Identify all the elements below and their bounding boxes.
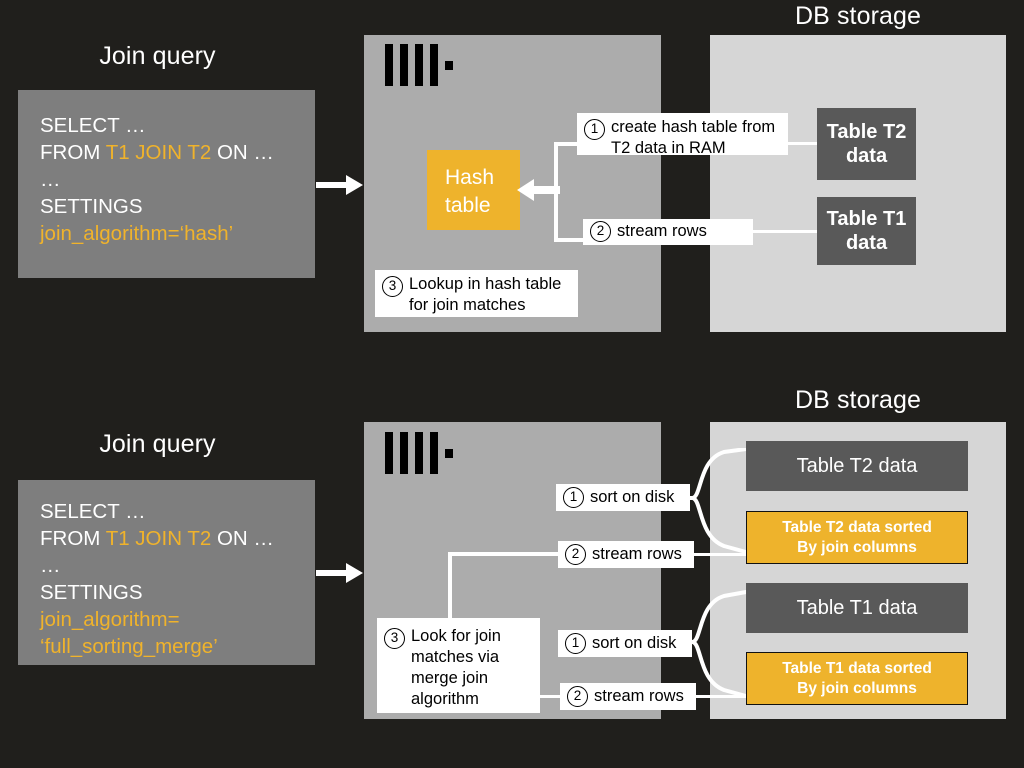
bottom-callout-stream-t1-text: stream rows: [594, 686, 684, 705]
bottom-table-t1-sorted-label: Table T1 data sorted By join columns: [782, 660, 932, 697]
bottom-query-line-3: …: [40, 554, 62, 577]
top-callout-2-number: 2: [590, 221, 611, 242]
bottom-connector-stream-t1-left: [537, 695, 565, 698]
bottom-connector-stream-t2-horizontal: [448, 552, 560, 556]
top-storage-panel: [710, 35, 1006, 332]
bottom-callout-sort-on-disk-t1: 1 sort on disk: [558, 630, 692, 657]
top-callout-1-text: create hash table from T2 data in RAM: [611, 118, 776, 157]
top-table-t2-data: Table T2 data: [817, 108, 916, 180]
top-callout-create-hash-table: 1 create hash table from T2 data in RAM: [577, 113, 788, 157]
bottom-table-t1-label: Table T1 data: [796, 596, 918, 619]
bottom-callout-sort-on-disk-t2: 1 sort on disk: [556, 484, 690, 511]
bottom-table-t1-sorted: Table T1 data sorted By join columns: [746, 652, 968, 705]
bottom-callout-sort-t1-text: sort on disk: [592, 633, 677, 652]
bottom-connector-stream-t2-vertical: [448, 552, 452, 652]
bottom-callout-sort-t2-number: 1: [563, 486, 584, 508]
top-query-line-1: SELECT …: [40, 114, 146, 137]
bottom-query-box: SELECT … FROM T1 JOIN T2 ON … … SETTINGS…: [18, 480, 315, 665]
bottom-callout-stream-t1-number: 2: [567, 685, 588, 707]
top-callout-3-number: 3: [382, 276, 403, 297]
top-query-line-2: FROM T1 JOIN T2 ON …: [40, 141, 274, 164]
bottom-flow-arrow-right-icon: [316, 563, 363, 583]
top-feed-t1-line: [752, 230, 819, 233]
top-connector-2-horizontal: [554, 238, 584, 242]
top-table-t1-label: Table T1 data: [826, 207, 907, 254]
top-callout-stream-rows: 2 stream rows: [583, 219, 753, 245]
bottom-db-storage-title: DB storage: [794, 386, 922, 414]
bottom-callout-stream-t2-text: stream rows: [592, 544, 682, 563]
bottom-connector-stream-t1-right: [691, 695, 748, 698]
bottom-callout-merge-join: 3 Look for join matches via merge join a…: [377, 618, 540, 713]
top-table-t2-label: Table T2 data: [826, 120, 907, 167]
top-callout-lookup-hash-table: 3 Lookup in hash table for join matches: [375, 270, 578, 317]
top-connector-1-horizontal: [554, 142, 584, 146]
bottom-callout-stream-rows-t2: 2 stream rows: [558, 541, 694, 568]
bottom-table-t1-data: Table T1 data: [746, 583, 968, 633]
top-query-line-3: …: [40, 168, 62, 191]
top-query-line-4: SETTINGS: [40, 195, 143, 218]
top-table-t1-data: Table T1 data: [817, 197, 916, 265]
bottom-brace-sort-t1-icon: [684, 590, 748, 698]
bottom-query-line-2: FROM T1 JOIN T2 ON …: [40, 527, 274, 550]
clickhouse-logo-icon: [385, 44, 453, 86]
bottom-join-query-title: Join query: [99, 430, 216, 458]
bottom-table-t2-sorted: Table T2 data sorted By join columns: [746, 511, 968, 564]
bottom-callout-sort-t2-text: sort on disk: [590, 487, 675, 506]
top-query-line-5: join_algorithm=‘hash’: [40, 222, 234, 245]
top-db-storage-title: DB storage: [794, 2, 922, 30]
bottom-table-t2-label: Table T2 data: [796, 454, 918, 477]
clickhouse-logo-icon-bottom: [385, 432, 453, 474]
bottom-brace-sort-t2-icon: [684, 448, 748, 554]
top-feed-t2-line: [786, 142, 819, 145]
bottom-callout-3-text: Look for join matches via merge join alg…: [411, 627, 501, 708]
bottom-callout-3-number: 3: [384, 628, 405, 649]
top-flow-arrow-right-icon: [316, 175, 363, 195]
bottom-query-line-4: SETTINGS: [40, 581, 143, 604]
top-join-query-title: Join query: [99, 42, 216, 70]
top-hashtable-arrow-icon: [517, 179, 560, 201]
top-query-box: SELECT … FROM T1 JOIN T2 ON … … SETTINGS…: [18, 90, 315, 278]
hash-table-line-2: table: [445, 194, 491, 217]
top-callout-2-text: stream rows: [617, 222, 707, 240]
bottom-callout-stream-t2-number: 2: [565, 543, 586, 565]
bottom-callout-sort-t1-number: 1: [565, 632, 586, 654]
top-callout-1-number: 1: [584, 119, 605, 140]
bottom-connector-stream-t2-right: [689, 553, 749, 556]
bottom-query-line-1: SELECT …: [40, 500, 146, 523]
hash-table-line-1: Hash: [445, 166, 495, 189]
bottom-table-t2-sorted-label: Table T2 data sorted By join columns: [782, 519, 932, 556]
bottom-table-t2-data: Table T2 data: [746, 441, 968, 491]
top-callout-3-text: Lookup in hash table for join matches: [409, 275, 562, 314]
bottom-callout-stream-rows-t1: 2 stream rows: [560, 683, 696, 710]
bottom-query-line-6: ‘full_sorting_merge’: [40, 635, 218, 658]
bottom-query-line-5: join_algorithm=: [40, 608, 180, 631]
hash-table-box: Hash table: [427, 150, 520, 230]
